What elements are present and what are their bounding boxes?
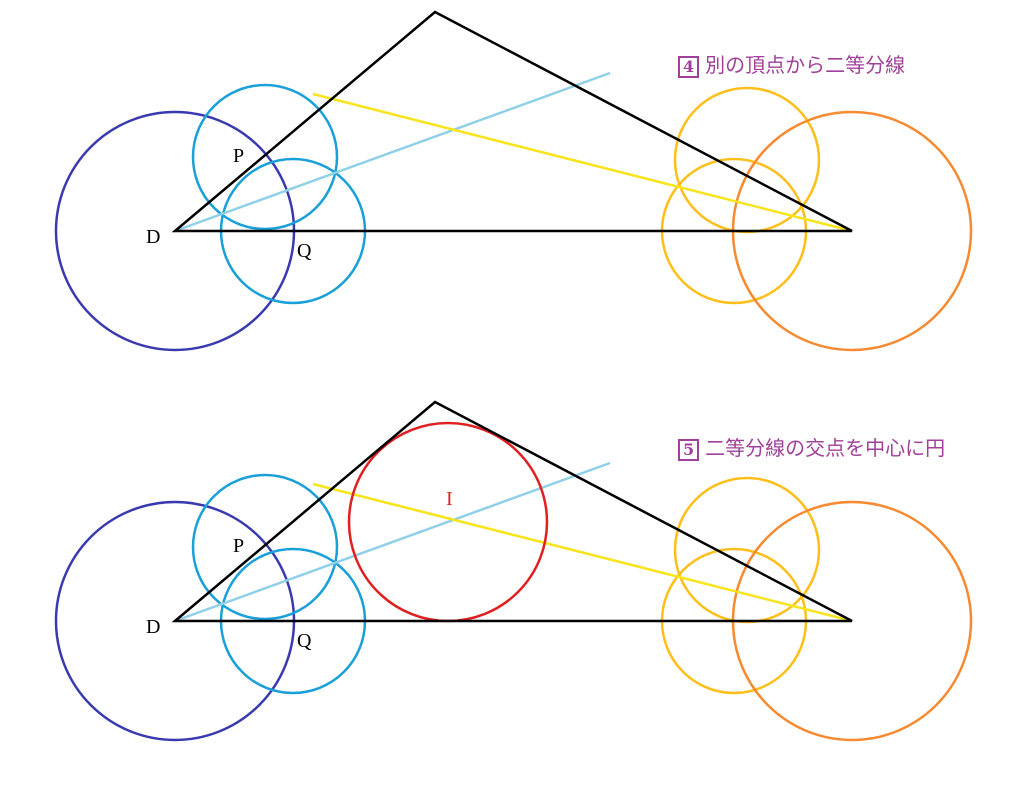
label-p: P bbox=[233, 535, 244, 557]
step-4-text: 別の頂点から二等分線 bbox=[705, 53, 906, 77]
step-4-number: 4 bbox=[678, 56, 700, 78]
label-i: I bbox=[446, 488, 453, 510]
triangle bbox=[171, 400, 853, 623]
compass-circle-p bbox=[191, 473, 339, 621]
bisector-line-right bbox=[312, 92, 853, 233]
compass-circle-p bbox=[191, 83, 339, 231]
step-5-text: 二等分線の交点を中心に円 bbox=[705, 436, 946, 460]
label-p: P bbox=[233, 145, 244, 167]
panel-step-5: D P Q I bbox=[54, 400, 973, 742]
label-q: Q bbox=[297, 630, 312, 652]
panel-step-4: D P Q bbox=[54, 10, 973, 352]
label-d: D bbox=[146, 226, 160, 248]
label-d: D bbox=[146, 616, 160, 638]
step-5-number: 5 bbox=[678, 439, 700, 461]
triangle bbox=[171, 10, 853, 233]
bisector-line-d bbox=[174, 71, 611, 233]
bisector-line-right bbox=[312, 482, 853, 623]
label-q: Q bbox=[297, 240, 312, 262]
bisector-line-d bbox=[174, 461, 611, 623]
